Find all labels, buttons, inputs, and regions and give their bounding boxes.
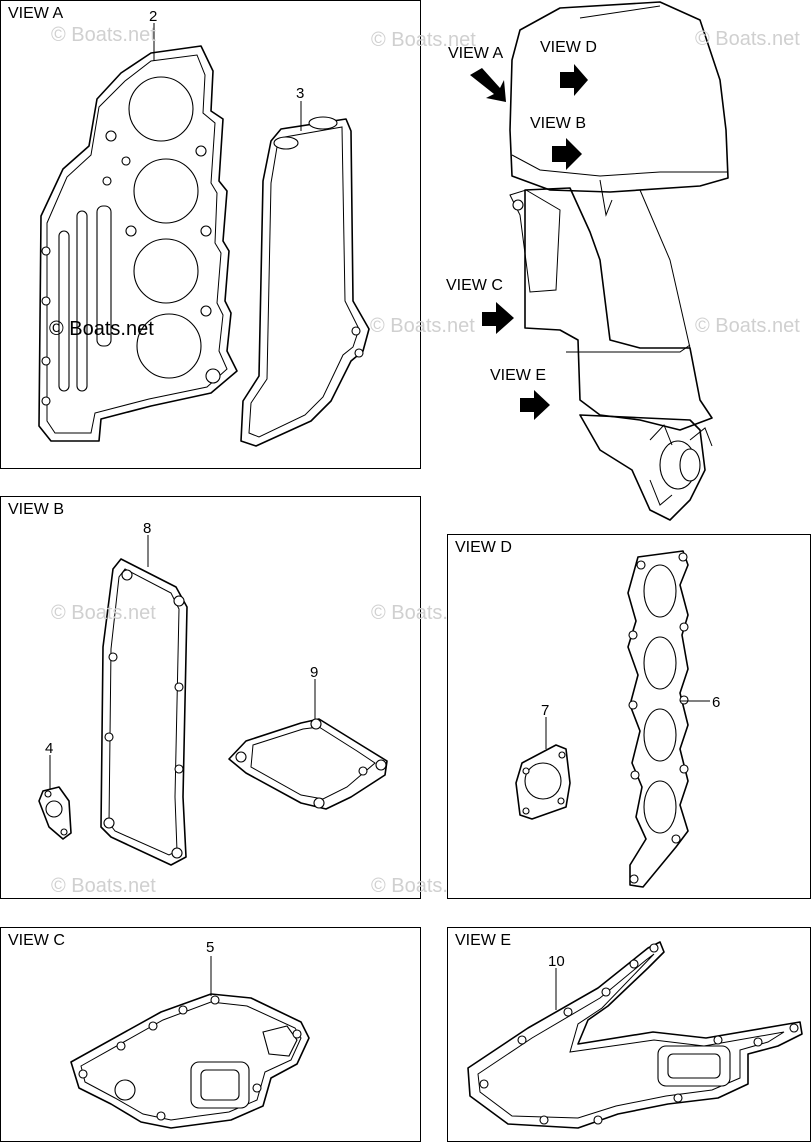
oil-pan-gasket[interactable] bbox=[70, 993, 310, 1129]
watermark: © Boats.net bbox=[51, 602, 156, 624]
part-number-6: 6 bbox=[712, 694, 720, 711]
view-b-panel: VIEW B 8 9 4 © Boats.ne bbox=[0, 496, 476, 899]
watermark: © Boats.net bbox=[51, 875, 156, 897]
part-number-8: 8 bbox=[143, 520, 151, 537]
part-number-2: 2 bbox=[149, 8, 157, 25]
engine-label-view-c: VIEW C bbox=[446, 277, 503, 294]
view-c-panel: VIEW C 5 bbox=[0, 927, 421, 1142]
view-b-drawing: 8 9 4 © Boats.net © Boats.net © Boats.ne… bbox=[38, 520, 476, 897]
part-number-3: 3 bbox=[296, 85, 304, 102]
view-d-arrow-icon bbox=[560, 64, 588, 96]
outboard-motor bbox=[509, 1, 729, 521]
watermark: © Boats.net bbox=[49, 318, 154, 340]
view-e-panel: VIEW E 10 bbox=[447, 927, 811, 1142]
view-d-panel: VIEW D 6 7 bbox=[447, 534, 811, 899]
view-b-arrow-icon bbox=[552, 138, 582, 170]
exhaust-cover-gasket[interactable] bbox=[100, 558, 188, 866]
part-number-4: 4 bbox=[45, 740, 53, 757]
watermark: © Boats.net bbox=[695, 28, 800, 50]
head-cover-gasket[interactable] bbox=[240, 116, 370, 447]
watermark: © Boats.net bbox=[371, 29, 476, 51]
view-a-drawing: 2 3 © Boats.net © Boats.net © Boats.net bbox=[38, 8, 476, 447]
engine-label-view-d: VIEW D bbox=[540, 39, 597, 56]
engine-label-view-a: VIEW A bbox=[448, 45, 503, 62]
part-number-10: 10 bbox=[548, 953, 565, 970]
view-a-arrow-icon bbox=[470, 68, 506, 102]
engine-overview: VIEW A VIEW D VIEW B VIEW C VIEW E © Boa… bbox=[370, 1, 800, 521]
watermark: © Boats.net bbox=[370, 315, 475, 337]
throttle-body-gasket[interactable] bbox=[515, 744, 571, 820]
view-e-drawing: 10 bbox=[467, 941, 803, 1129]
view-e-title: VIEW E bbox=[455, 932, 512, 949]
view-c-title: VIEW C bbox=[8, 932, 65, 949]
view-c-arrow-icon bbox=[482, 302, 514, 334]
part-number-7: 7 bbox=[541, 702, 549, 719]
part-number-5: 5 bbox=[206, 939, 214, 956]
view-a-panel: VIEW A 2 bbox=[0, 0, 476, 469]
part-number-9: 9 bbox=[310, 664, 318, 681]
view-b-title: VIEW B bbox=[8, 501, 65, 518]
view-e-arrow-icon bbox=[520, 390, 550, 420]
intake-manifold-gasket[interactable] bbox=[627, 550, 689, 888]
view-d-title: VIEW D bbox=[455, 539, 512, 556]
view-c-drawing: 5 bbox=[70, 939, 310, 1129]
thermostat-cover-gasket[interactable] bbox=[228, 718, 388, 810]
watermark: © Boats.net bbox=[51, 24, 156, 46]
engine-label-view-b: VIEW B bbox=[530, 115, 586, 132]
watermark: © Boats.net bbox=[695, 315, 800, 337]
cylinder-head-gasket[interactable] bbox=[38, 45, 238, 442]
view-d-drawing: 6 7 bbox=[515, 550, 720, 888]
lower-case-gasket[interactable] bbox=[467, 941, 803, 1129]
small-flange-gasket[interactable] bbox=[38, 786, 72, 840]
view-a-title: VIEW A bbox=[8, 5, 64, 22]
engine-label-view-e: VIEW E bbox=[490, 367, 546, 384]
